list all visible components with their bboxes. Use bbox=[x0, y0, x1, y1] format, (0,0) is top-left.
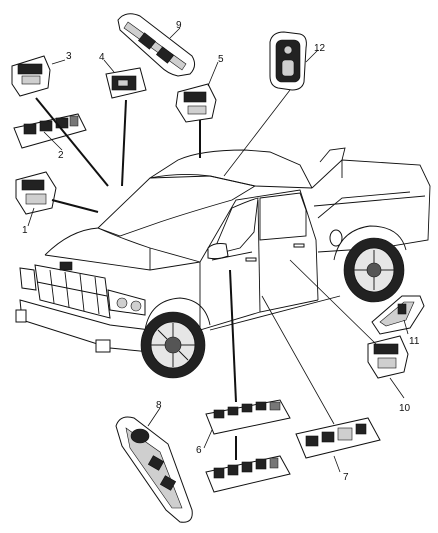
part-9-switch-bezel bbox=[117, 13, 196, 77]
leader-lines bbox=[27, 27, 409, 473]
front-wheel bbox=[140, 311, 206, 379]
callout-4: 4 bbox=[99, 52, 105, 63]
callout-9: 9 bbox=[176, 20, 182, 31]
part-3-switch bbox=[11, 55, 51, 97]
part-4-switch bbox=[105, 67, 147, 99]
rear-wheel bbox=[343, 237, 405, 303]
callout-labels: 3 2 1 4 5 9 12 6 7 8 10 11 bbox=[22, 20, 420, 483]
part-7-switch-bezel bbox=[295, 417, 381, 459]
part-12-switch bbox=[269, 31, 307, 91]
part-8-door-trim-bezel bbox=[115, 416, 193, 523]
part-5-switch bbox=[175, 83, 217, 123]
part-1-switch bbox=[15, 171, 57, 215]
callout-6: 6 bbox=[196, 445, 202, 456]
callout-7: 7 bbox=[343, 472, 349, 483]
callout-11: 11 bbox=[409, 336, 420, 347]
pickup-truck-illustration bbox=[15, 147, 431, 379]
part-2-switch-bezel bbox=[13, 113, 87, 149]
callout-5: 5 bbox=[218, 54, 224, 65]
part-10-switch bbox=[367, 335, 409, 379]
callout-2: 2 bbox=[58, 150, 64, 161]
callout-1: 1 bbox=[22, 225, 28, 236]
callout-3: 3 bbox=[66, 51, 72, 62]
part-11-bezel bbox=[371, 295, 425, 335]
callout-10: 10 bbox=[399, 403, 411, 414]
callout-8: 8 bbox=[156, 400, 162, 411]
callout-12: 12 bbox=[314, 43, 326, 54]
part-6-switch-bezel-upper bbox=[205, 399, 291, 435]
part-6-switch-bezel-lower bbox=[205, 455, 291, 493]
